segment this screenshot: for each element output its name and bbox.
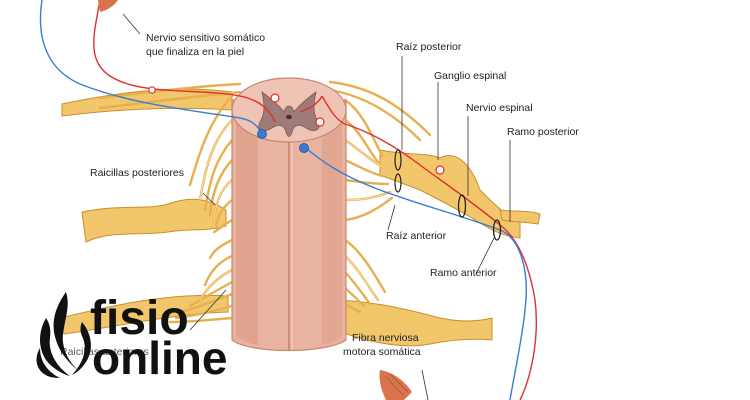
label-nervio-sensitivo-line2: que finaliza en la piel [146, 46, 244, 58]
label-fibra-line1: Fibra nerviosa [352, 332, 419, 344]
label-nervio-sensitivo-line1: Nervio sensitivo somático [146, 32, 265, 44]
sensory-neuron-body-left [271, 94, 279, 102]
label-ramo-posterior: Ramo posterior [507, 126, 579, 138]
muscle-top [98, 0, 118, 12]
label-raiz-posterior: Raíz posterior [396, 41, 462, 53]
spinal-cord-shading-left [236, 110, 258, 345]
sensory-neuron-body-upper [149, 87, 155, 93]
spinal-cord [232, 78, 346, 351]
label-ramo-anterior: Ramo anterior [430, 267, 497, 279]
label-ganglio-espinal: Ganglio espinal [434, 70, 506, 82]
flame-icon [37, 292, 91, 378]
label-raicillas-posteriores: Raicillas posteriores [90, 167, 184, 179]
label-raiz-anterior: Raíz anterior [386, 230, 447, 242]
ganglion-neuron-body [436, 166, 444, 174]
central-canal [286, 115, 292, 119]
spinal-cord-shading-right [322, 110, 342, 345]
label-nervio-espinal: Nervio espinal [466, 102, 533, 114]
muscle-bottom [379, 370, 412, 400]
logo-word-online: online [92, 332, 227, 384]
sensory-neuron-body-cord [316, 118, 324, 126]
motor-neuron-body-right [300, 144, 309, 153]
middle-left-nerve-trunk [82, 199, 226, 242]
label-fibra-line2: motora somática [343, 346, 421, 358]
motor-neuron-body-left [258, 130, 267, 139]
